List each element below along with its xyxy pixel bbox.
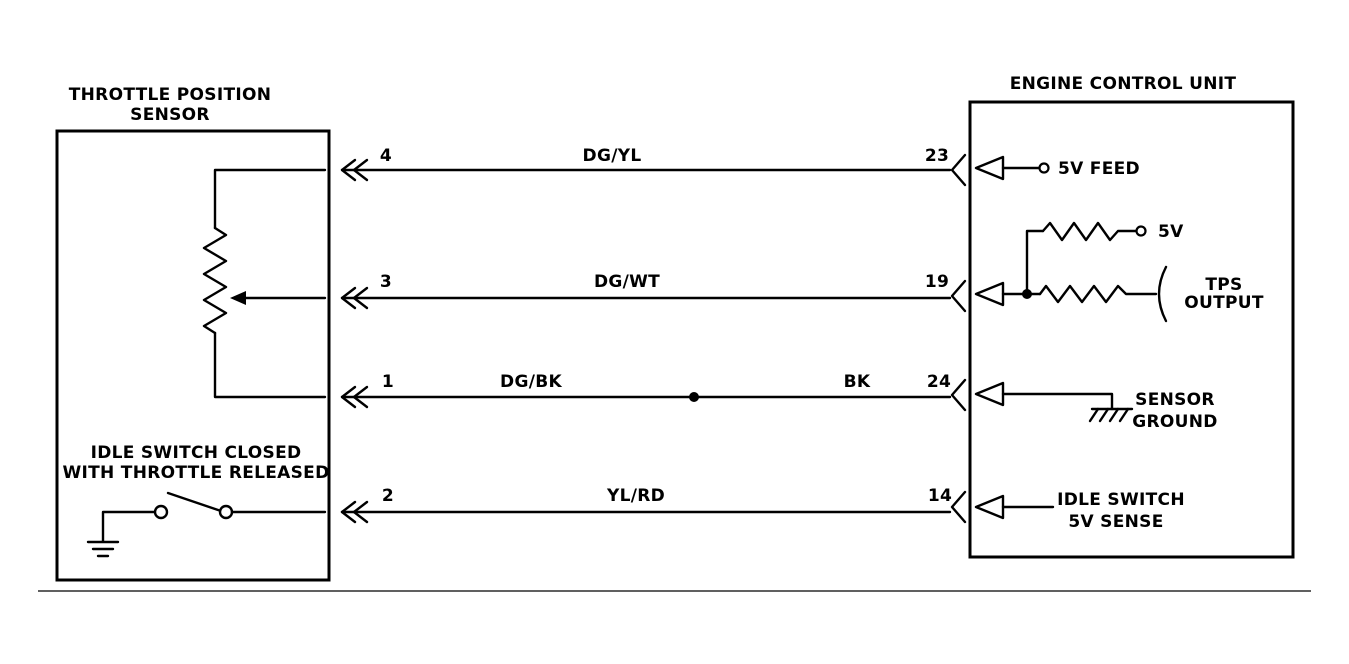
tps-title-line1: THROTTLE POSITION xyxy=(69,85,272,105)
ref-5v-label: 5V xyxy=(1158,222,1184,242)
ground-label-line1: SENSOR xyxy=(1135,390,1215,410)
ecu-pin-19: 19 xyxy=(925,272,949,292)
ecu-title: ENGINE CONTROL UNIT xyxy=(1010,74,1237,94)
wire-pin-4: 4 DG/YL 23 xyxy=(340,146,967,187)
tps-pin-4: 4 xyxy=(380,146,392,166)
splice-dot xyxy=(689,392,699,402)
ecu-5v-feed: 5V FEED xyxy=(974,155,1140,181)
wire-color-4: DG/YL xyxy=(583,146,642,166)
ecu-box xyxy=(968,100,1295,559)
tps-pin-2: 2 xyxy=(382,486,394,506)
idle-switch-symbol xyxy=(86,491,327,558)
tps-output-line2: OUTPUT xyxy=(1184,293,1264,313)
wire-color-2: YL/RD xyxy=(606,486,665,506)
idle-sense-line1: IDLE SWITCH xyxy=(1057,490,1185,510)
ecu-pin-23: 23 xyxy=(925,146,949,166)
potentiometer-symbol xyxy=(202,168,327,399)
idle-switch-label-line2: WITH THROTTLE RELEASED xyxy=(62,463,329,483)
idle-switch-label-line1: IDLE SWITCH CLOSED xyxy=(91,443,302,463)
feed-label: 5V FEED xyxy=(1058,159,1140,179)
ground-label-line2: GROUND xyxy=(1132,412,1217,432)
ecu-tps-output-circuit: 5V TPS OUTPUT xyxy=(974,221,1264,323)
ecu-pin-14: 14 xyxy=(928,486,952,506)
wire-pin-1: 1 DG/BK BK 24 xyxy=(340,372,967,412)
tps-pin-1: 1 xyxy=(382,372,394,392)
wire-pin-3: 3 DG/WT 19 xyxy=(340,272,967,313)
ecu-sensor-ground: SENSOR GROUND xyxy=(974,381,1217,432)
wire-color-1: DG/BK xyxy=(500,372,562,392)
tps-title-line2: SENSOR xyxy=(130,105,210,125)
tps-pin-3: 3 xyxy=(380,272,392,292)
ecu-idle-switch-sense: IDLE SWITCH 5V SENSE xyxy=(974,490,1185,532)
wire-pin-2: 2 YL/RD 14 xyxy=(340,486,967,524)
tps-box xyxy=(55,129,331,582)
idle-sense-line2: 5V SENSE xyxy=(1068,512,1163,532)
ecu-pin-24: 24 xyxy=(927,372,951,392)
tps-output-line1: TPS xyxy=(1205,275,1242,295)
wire-color-1-ecu-side: BK xyxy=(844,372,871,392)
wire-color-3: DG/WT xyxy=(594,272,660,292)
